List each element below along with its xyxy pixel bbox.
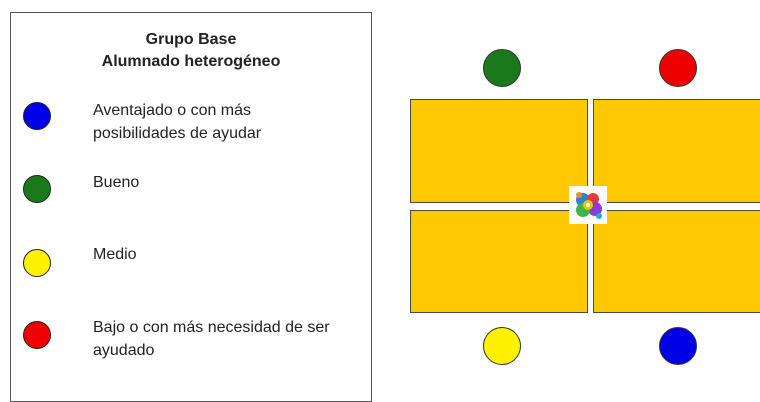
legend-item-label: Bajo o con más necesidad de ser ayudado bbox=[93, 319, 330, 359]
legend-item-label: Medio bbox=[93, 246, 137, 263]
desk-top-left bbox=[410, 99, 588, 203]
legend-item-label: Bueno bbox=[93, 174, 140, 191]
yellow-dot-icon bbox=[23, 249, 51, 277]
desk-bottom-right bbox=[593, 210, 760, 313]
green-dot-icon bbox=[23, 175, 51, 203]
seat-bottom-left bbox=[483, 327, 521, 365]
puzzle-logo-icon bbox=[569, 186, 607, 224]
seat-top-right bbox=[659, 49, 697, 87]
desk-bottom-left bbox=[410, 210, 588, 313]
blue-dot-icon bbox=[23, 102, 51, 130]
legend-title: Grupo Base Alumnado heterogéneo bbox=[11, 29, 371, 73]
legend-item-label: Aventajado o con más posibilidades de ay… bbox=[93, 102, 262, 142]
seat-bottom-right bbox=[659, 327, 697, 365]
puzzle-logo-icon bbox=[569, 186, 607, 224]
legend-panel: Grupo Base Alumnado heterogéneo Aventaja… bbox=[10, 12, 372, 402]
red-dot-icon bbox=[23, 321, 51, 349]
legend-title-line1: Grupo Base bbox=[145, 31, 237, 48]
desk-top-right bbox=[593, 99, 760, 203]
legend-title-line2: Alumnado heterogéneo bbox=[101, 53, 281, 70]
seat-top-left bbox=[483, 49, 521, 87]
seating-diagram bbox=[405, 45, 760, 390]
